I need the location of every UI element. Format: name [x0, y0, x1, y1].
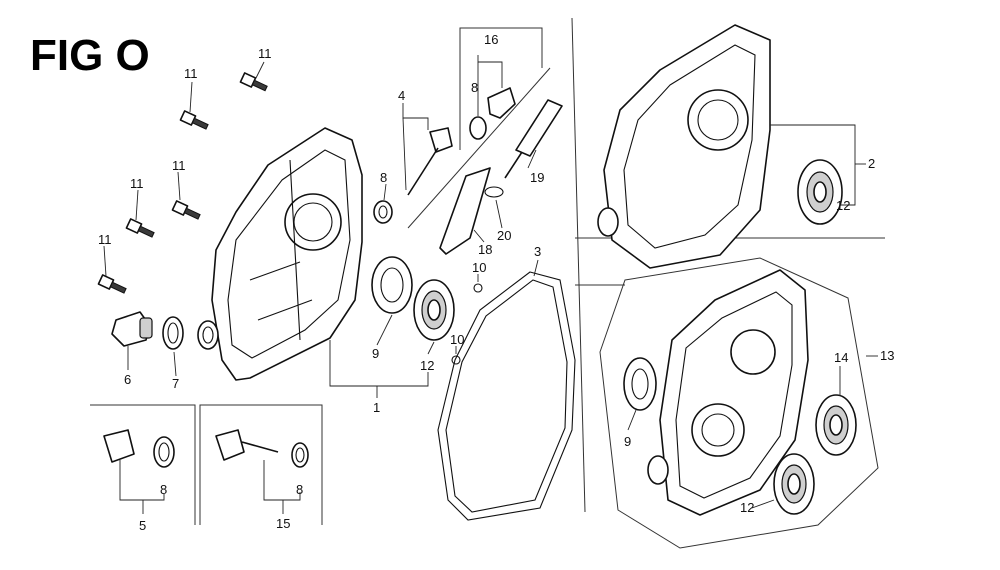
- callout-8-box16: 8: [471, 80, 478, 95]
- callout-12-upper-right: 12: [836, 198, 850, 213]
- callout-10-upper: 10: [472, 260, 486, 275]
- crankcase-cover-upper-right: [597, 24, 843, 269]
- tube-parts: [439, 99, 563, 365]
- callout-8-center: 8: [380, 170, 387, 185]
- callout-11-lower: 11: [98, 232, 112, 247]
- crankcase-cover-left: [197, 127, 363, 381]
- bolt-icon: [171, 200, 201, 220]
- callout-19: 19: [530, 170, 544, 185]
- bolt-icon: [239, 72, 268, 92]
- bolt-parts: [97, 72, 268, 294]
- callout-16: 16: [484, 32, 498, 47]
- callout-11-middle: 11: [172, 158, 186, 173]
- callout-15: 15: [276, 516, 290, 531]
- callout-10-lower: 10: [450, 332, 464, 347]
- bolt-icon: [179, 110, 209, 130]
- callout-9-center: 9: [372, 346, 379, 361]
- callout-2: 2: [868, 156, 875, 171]
- callout-13: 13: [880, 348, 894, 363]
- dipstick-part: [407, 127, 453, 196]
- callout-14: 14: [834, 350, 848, 365]
- callout-11-top: 11: [258, 46, 272, 61]
- callout-12-lower-right: 12: [740, 500, 754, 515]
- crankcase-assembly-lower-right: [623, 269, 857, 516]
- gasket-part: [437, 271, 576, 521]
- callout-7: 7: [172, 376, 179, 391]
- oil-cap-parts: [111, 311, 184, 350]
- seal-bearing-parts: [371, 200, 455, 341]
- figure-title: FIG O: [30, 31, 150, 80]
- callout-3: 3: [534, 244, 541, 259]
- callout-1: 1: [373, 400, 380, 415]
- callout-5: 5: [139, 518, 146, 533]
- bolt-icon: [97, 274, 127, 294]
- callout-11-left: 11: [130, 176, 144, 191]
- callout-20: 20: [497, 228, 511, 243]
- callout-12-center: 12: [420, 358, 434, 373]
- callout-9-right: 9: [624, 434, 631, 449]
- box16-parts: [469, 87, 516, 140]
- callout-8-box5: 8: [160, 482, 167, 497]
- leader-lines: [103, 55, 878, 514]
- callout-8-box15: 8: [296, 482, 303, 497]
- callout-4: 4: [398, 88, 405, 103]
- callout-11-upper: 11: [184, 66, 198, 81]
- callout-labels: 11 11 11 11 11 4 8 16 8 19 18 20 10 10 3…: [98, 32, 894, 533]
- callout-18: 18: [478, 242, 492, 257]
- callout-6: 6: [124, 372, 131, 387]
- box15-parts: [215, 429, 309, 468]
- box5-parts: [103, 429, 175, 468]
- bolt-icon: [125, 218, 155, 238]
